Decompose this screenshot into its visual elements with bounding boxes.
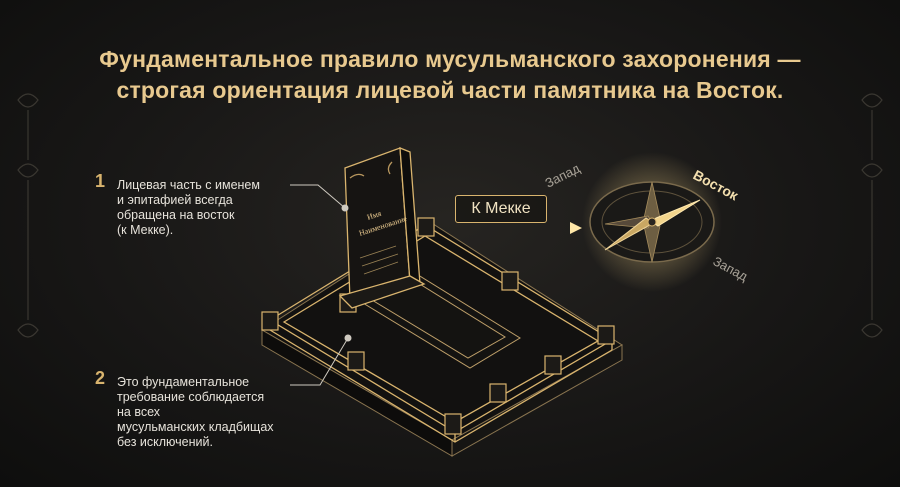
title-line-1: Фундаментальное правило мусульманского з…	[99, 46, 801, 72]
note-1-number: 1	[95, 171, 106, 191]
left-ornament	[17, 93, 39, 338]
compass-west-top-label: Запад	[543, 160, 583, 190]
page-title: Фундаментальное правило мусульманского з…	[0, 44, 900, 106]
mecca-direction-label: К Мекке	[455, 195, 547, 223]
note-2: 2 Это фундаментальное требование соблюда…	[95, 369, 315, 465]
right-ornament	[861, 93, 883, 338]
compass-west-bottom-label: Запад	[711, 253, 751, 284]
compass	[582, 152, 722, 292]
direction-arrow	[410, 222, 582, 234]
note-2-number: 2	[95, 368, 106, 388]
headstone-epitaph-lines	[359, 245, 399, 275]
headstone-name-line1: Имя	[366, 209, 383, 222]
headstone	[338, 147, 426, 309]
corner-posts	[261, 217, 615, 435]
title-line-2: строгая ориентация лицевой части памятни…	[116, 77, 784, 103]
leader-lines	[290, 184, 352, 386]
note-1-text: Лицевая часть с именем и эпитафией всегд…	[117, 178, 260, 237]
note-1: 1 Лицевая часть с именем и эпитафией все…	[95, 172, 315, 248]
note-2-text: Это фундаментальное требование соблюдает…	[117, 375, 274, 449]
